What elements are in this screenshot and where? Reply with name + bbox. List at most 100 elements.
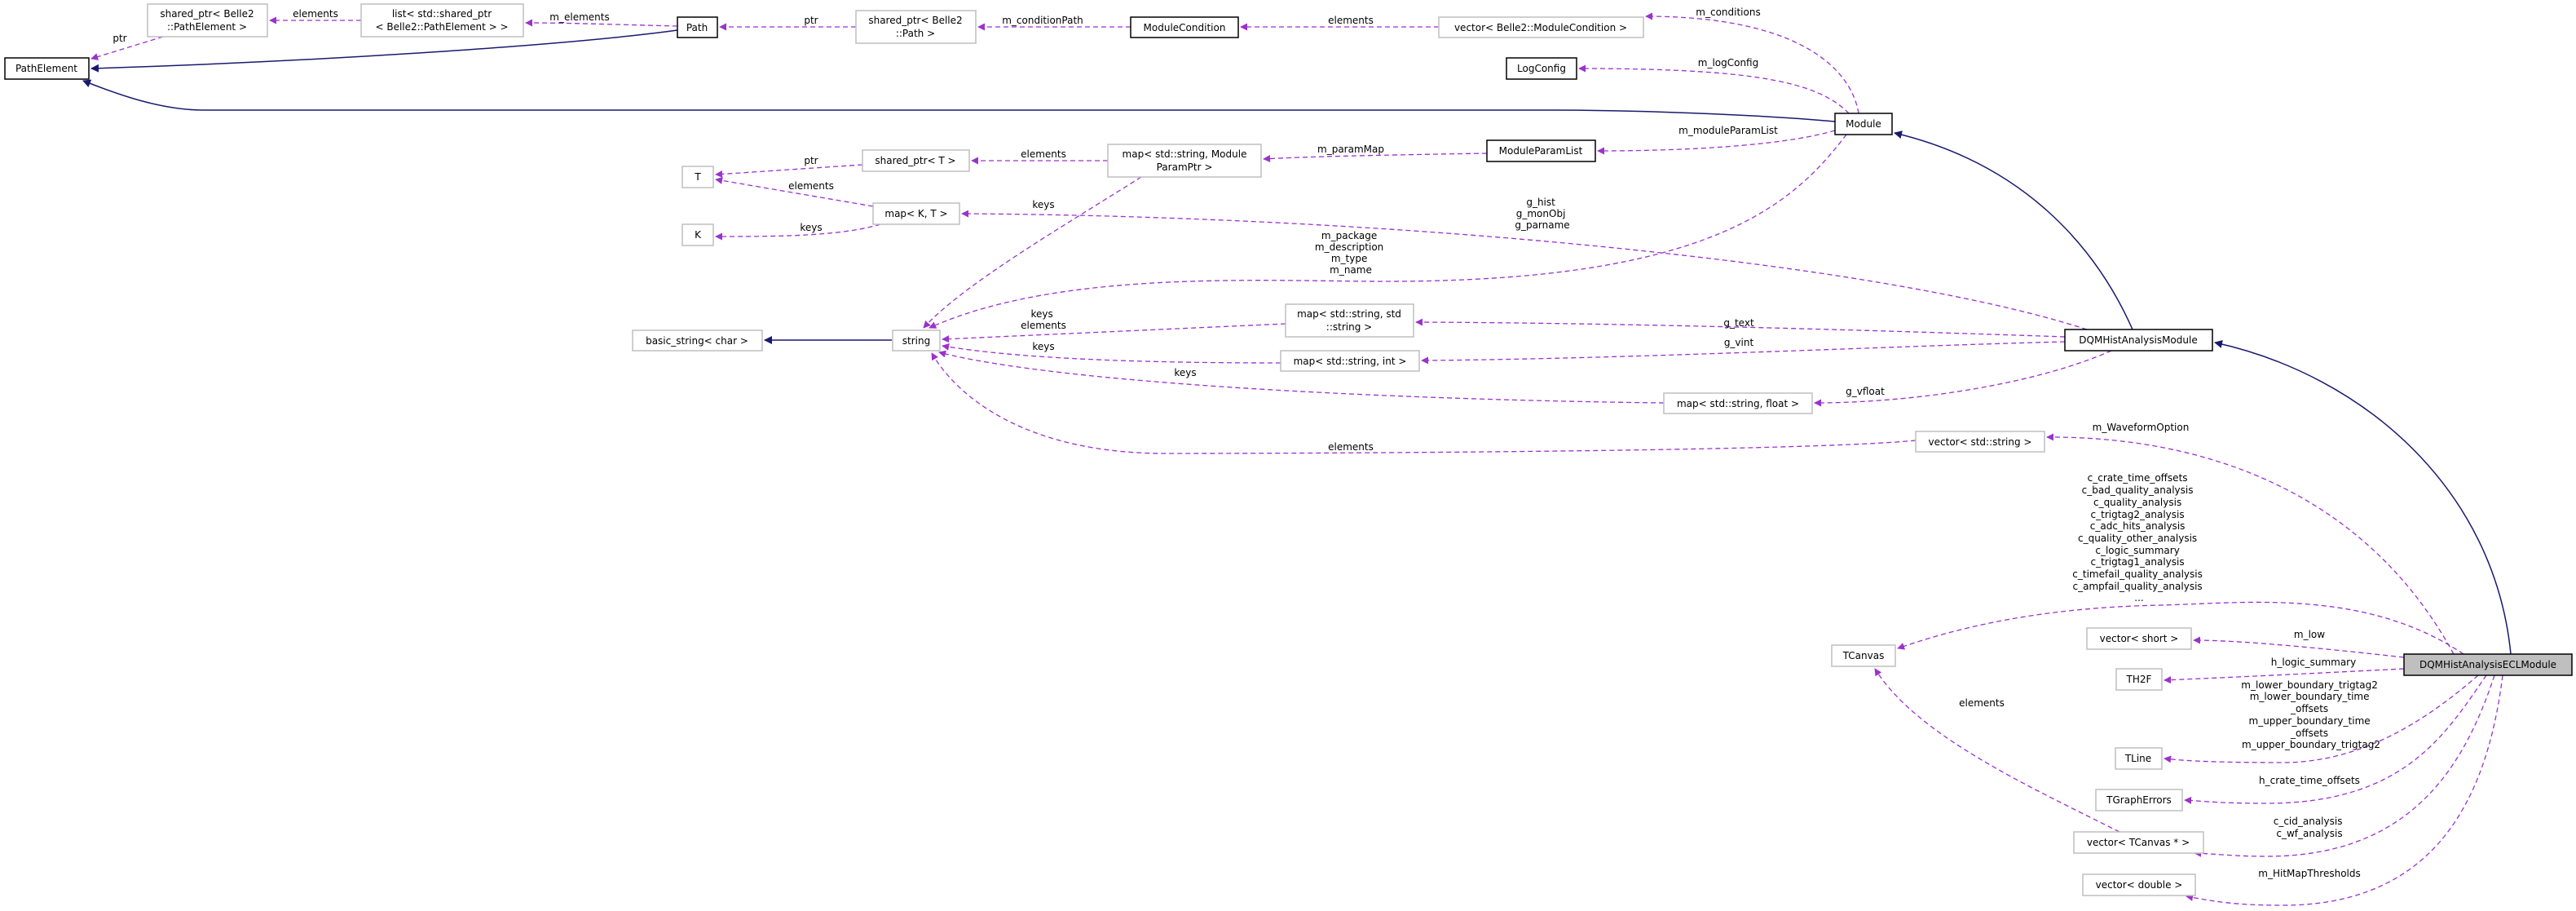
edge-label: m_WaveformOption xyxy=(2093,422,2190,433)
node-basic-string[interactable]: basic_string< char > xyxy=(632,329,763,352)
node-map-string-int[interactable]: map< std::string, int > xyxy=(1280,350,1420,372)
node-shared-ptr-path[interactable]: shared_ptr< Belle2::Path > xyxy=(855,10,977,44)
edge-label: keys xyxy=(1032,341,1054,352)
svg-text:vector< TCanvas * >: vector< TCanvas * > xyxy=(2087,837,2190,848)
svg-text:TLine: TLine xyxy=(2124,753,2151,764)
svg-text:T: T xyxy=(694,171,701,183)
svg-text:shared_ptr< Belle2::PathElemen: shared_ptr< Belle2::PathElement > xyxy=(160,8,254,33)
svg-text:vector< std::string >: vector< std::string > xyxy=(1929,436,2032,448)
edge-canvases xyxy=(1897,601,2464,655)
edge-keys-string-parammap xyxy=(923,176,1142,329)
node-vector-tcanvas[interactable]: vector< TCanvas * > xyxy=(2073,831,2204,854)
edge-keys-mapsf xyxy=(938,350,1665,404)
svg-text:map< std::string, int >: map< std::string, int > xyxy=(1294,356,1407,367)
edge-g-text xyxy=(1415,318,2066,338)
edge-label: m_logConfig xyxy=(1698,57,1758,69)
node-map-string-float[interactable]: map< std::string, float > xyxy=(1663,392,1813,414)
node-k[interactable]: K xyxy=(681,223,714,246)
inheritance-edge-module-pathelement xyxy=(82,79,1836,122)
node-map-string-string[interactable]: map< std::string, std::string > xyxy=(1285,303,1414,338)
edge-m-elements xyxy=(525,19,678,27)
edge-g-hist-mapkt xyxy=(961,210,2088,330)
edge-m-logconfig xyxy=(1578,64,1850,114)
edge-label: elements xyxy=(1328,15,1374,26)
svg-text:TH2F: TH2F xyxy=(2126,674,2152,685)
node-tcanvas[interactable]: TCanvas xyxy=(1831,644,1896,667)
edges xyxy=(82,12,2512,906)
node-logconfig[interactable]: LogConfig xyxy=(1506,57,1577,80)
edge-m-waveformoption xyxy=(2046,433,2455,655)
svg-text:Module: Module xyxy=(1846,118,1881,130)
edge-ptr-pathelement xyxy=(90,36,164,60)
node-path[interactable]: Path xyxy=(677,16,718,38)
edge-label: elements xyxy=(1328,441,1374,453)
node-shared-ptr-t[interactable]: shared_ptr< T > xyxy=(862,149,970,172)
edge-m-conditions xyxy=(1645,12,1859,114)
edge-label: m_conditions xyxy=(1696,7,1760,18)
edge-label-canvases: c_crate_time_offsets c_bad_quality_analy… xyxy=(2072,472,2205,604)
svg-text:DQMHistAnalysisModule: DQMHistAnalysisModule xyxy=(2079,334,2197,346)
edge-m-low xyxy=(2193,636,2405,658)
svg-text:basic_string< char >: basic_string< char > xyxy=(646,335,748,347)
edge-g-vfloat xyxy=(1814,350,2112,407)
edge-label-module-strings: m_package m_description m_type m_name xyxy=(1315,230,1387,276)
edge-module-strings xyxy=(929,134,1847,329)
edge-label: g_vint xyxy=(1724,337,1754,348)
edge-label: ptr xyxy=(804,155,818,166)
edge-ptr-t xyxy=(715,164,863,178)
svg-text:ModuleCondition: ModuleCondition xyxy=(1144,22,1226,33)
node-vector-double[interactable]: vector< double > xyxy=(2082,873,2196,896)
edge-label: h_crate_time_offsets xyxy=(2259,775,2360,786)
svg-text:DQMHistAnalysisECLModule: DQMHistAnalysisECLModule xyxy=(2419,659,2556,670)
node-string[interactable]: string xyxy=(892,329,941,352)
edge-elements-vector-string xyxy=(931,352,1917,454)
edge-label: keys xyxy=(1174,367,1196,378)
edge-label: m_HitMapThresholds xyxy=(2258,868,2360,879)
svg-text:map< std::string, std::string: map< std::string, std::string > xyxy=(1297,308,1401,333)
svg-text:K: K xyxy=(695,229,702,241)
node-modulecondition[interactable]: ModuleCondition xyxy=(1130,16,1239,38)
inheritance-edge-ecl-dqm xyxy=(2214,340,2512,655)
node-vector-modulecondition[interactable]: vector< Belle2::ModuleCondition > xyxy=(1438,16,1644,38)
svg-text:TGraphErrors: TGraphErrors xyxy=(2106,794,2172,806)
edge-label: elements xyxy=(788,180,834,192)
node-list-shared-ptr[interactable]: list< std::shared_ptr< Belle2::PathEleme… xyxy=(360,3,524,38)
edge-g-vint xyxy=(1421,341,2066,365)
node-shared-ptr-pathelement[interactable]: shared_ptr< Belle2::PathElement > xyxy=(147,3,268,38)
node-moduleparamlist[interactable]: ModuleParamList xyxy=(1486,139,1596,162)
node-tline[interactable]: TLine xyxy=(2115,747,2163,770)
node-vector-string[interactable]: vector< std::string > xyxy=(1915,431,2045,453)
node-t[interactable]: T xyxy=(681,166,714,188)
node-dqmhistanalysiseclmodule[interactable]: DQMHistAnalysisECLModule xyxy=(2403,653,2573,676)
edge-label: ptr xyxy=(804,15,818,26)
node-module[interactable]: Module xyxy=(1834,113,1893,135)
edge-label: g_vfloat xyxy=(1846,386,1885,397)
svg-text:PathElement: PathElement xyxy=(15,63,77,74)
edge-label: elements xyxy=(1021,148,1066,160)
edge-keys-k xyxy=(715,223,881,241)
node-map-k-t[interactable]: map< K, T > xyxy=(872,202,960,225)
node-vector-short[interactable]: vector< short > xyxy=(2086,627,2192,650)
svg-text:vector< double >: vector< double > xyxy=(2096,879,2183,891)
node-pathelement[interactable]: PathElement xyxy=(4,57,90,80)
svg-text:Path: Path xyxy=(686,22,708,33)
edge-m-parammap xyxy=(1263,153,1488,163)
edge-label: m_conditionPath xyxy=(1002,15,1083,26)
svg-text:map< K, T >: map< K, T > xyxy=(884,208,947,219)
node-th2f[interactable]: TH2F xyxy=(2115,668,2163,691)
edge-label: elements xyxy=(1959,697,2005,709)
edge-label: m_elements xyxy=(549,11,609,23)
edge-label-boundaries: m_lower_boundary_trigtag2 m_lower_bounda… xyxy=(2241,679,2380,750)
svg-text:LogConfig: LogConfig xyxy=(1517,63,1566,74)
node-tgrapherrors[interactable]: TGraphErrors xyxy=(2095,789,2183,811)
edge-label: keys xyxy=(800,222,822,233)
node-dqmhistanalysismodule[interactable]: DQMHistAnalysisModule xyxy=(2064,329,2213,352)
edge-boundaries xyxy=(2164,674,2479,763)
inheritance-edge-path-pathelement xyxy=(90,29,678,73)
edge-label-keys-elements: keys elements xyxy=(1021,308,1066,331)
inheritance-edge-dqm-module xyxy=(1894,130,2133,330)
edge-elements-t xyxy=(715,176,874,207)
edge-label: h_logic_summary xyxy=(2271,657,2356,668)
